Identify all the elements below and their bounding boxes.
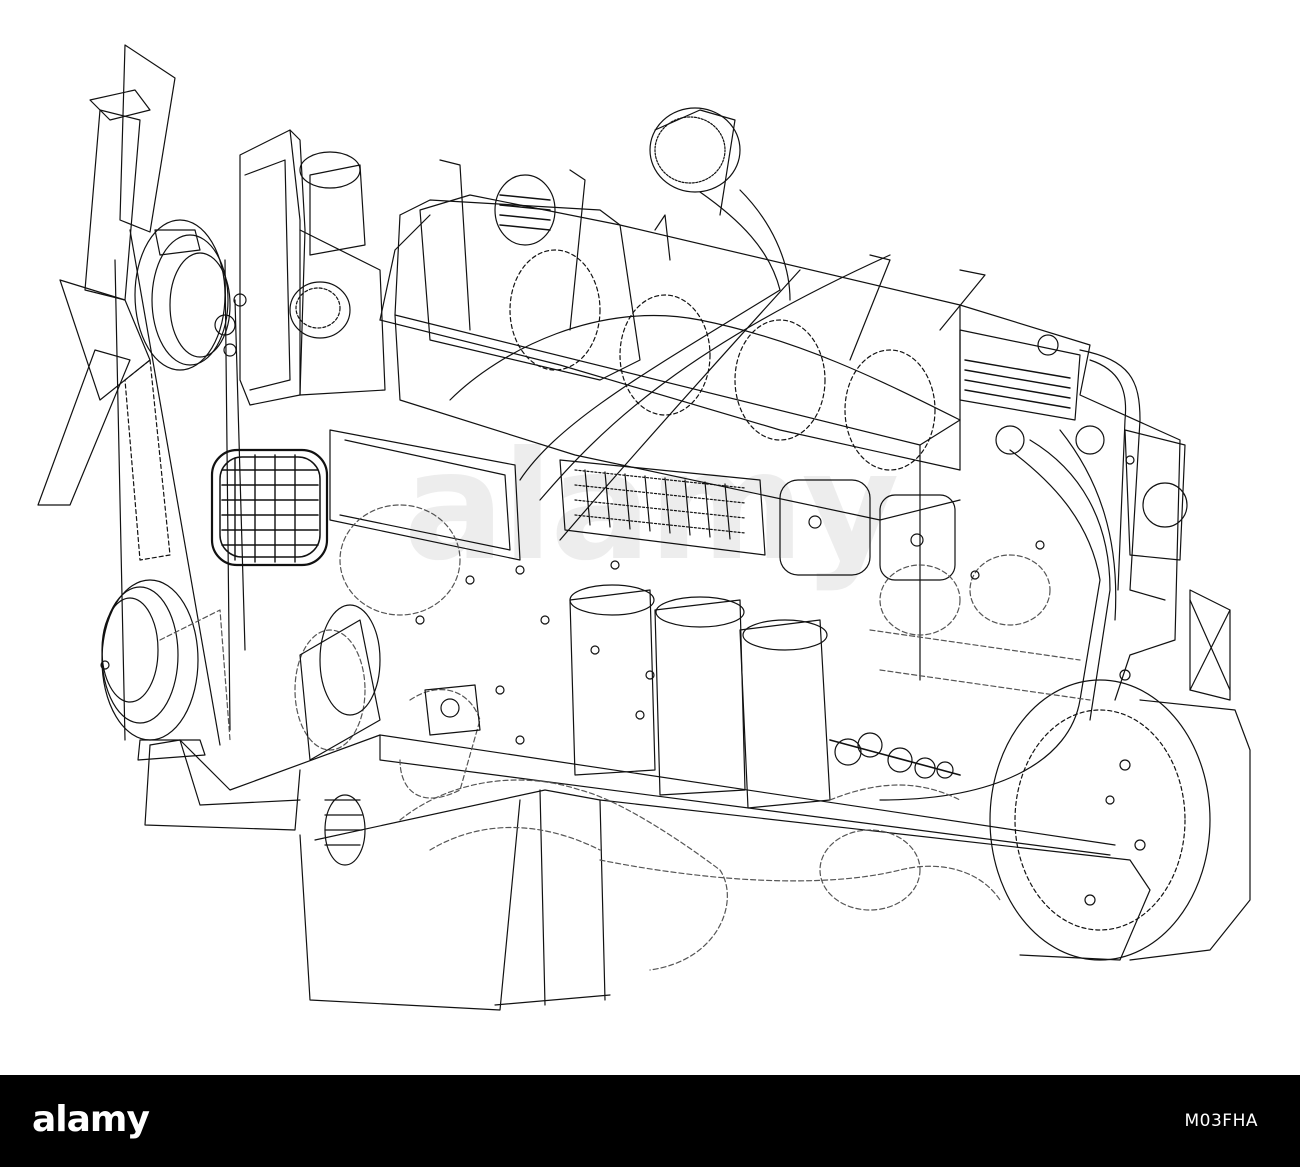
alamy-logo[interactable]: alamy [32,1099,150,1140]
engine-block [329,199,1188,701]
drawing-canvas: alamy [37,44,1251,1011]
footer-bar: alamy M03FHA [0,1075,1300,1167]
thermostat-housing [879,329,1166,801]
engine-wireframe-drawing [37,44,1251,1011]
wiring-harness [449,254,961,541]
flywheel-housing [989,589,1251,961]
exhaust-manifold [159,504,1091,971]
image-id: M03FHA [1184,1111,1258,1131]
oil-pan [144,734,1151,1011]
oil-filters [569,584,831,809]
valve-covers [419,194,936,471]
starter-motor [299,604,481,866]
fan-blades [37,44,201,561]
turbo-cluster [829,732,961,779]
bolts [415,455,1135,805]
pulley-stack [100,219,246,761]
intake-pipe [439,107,986,361]
front-cover [214,129,386,406]
alternator [210,448,329,567]
